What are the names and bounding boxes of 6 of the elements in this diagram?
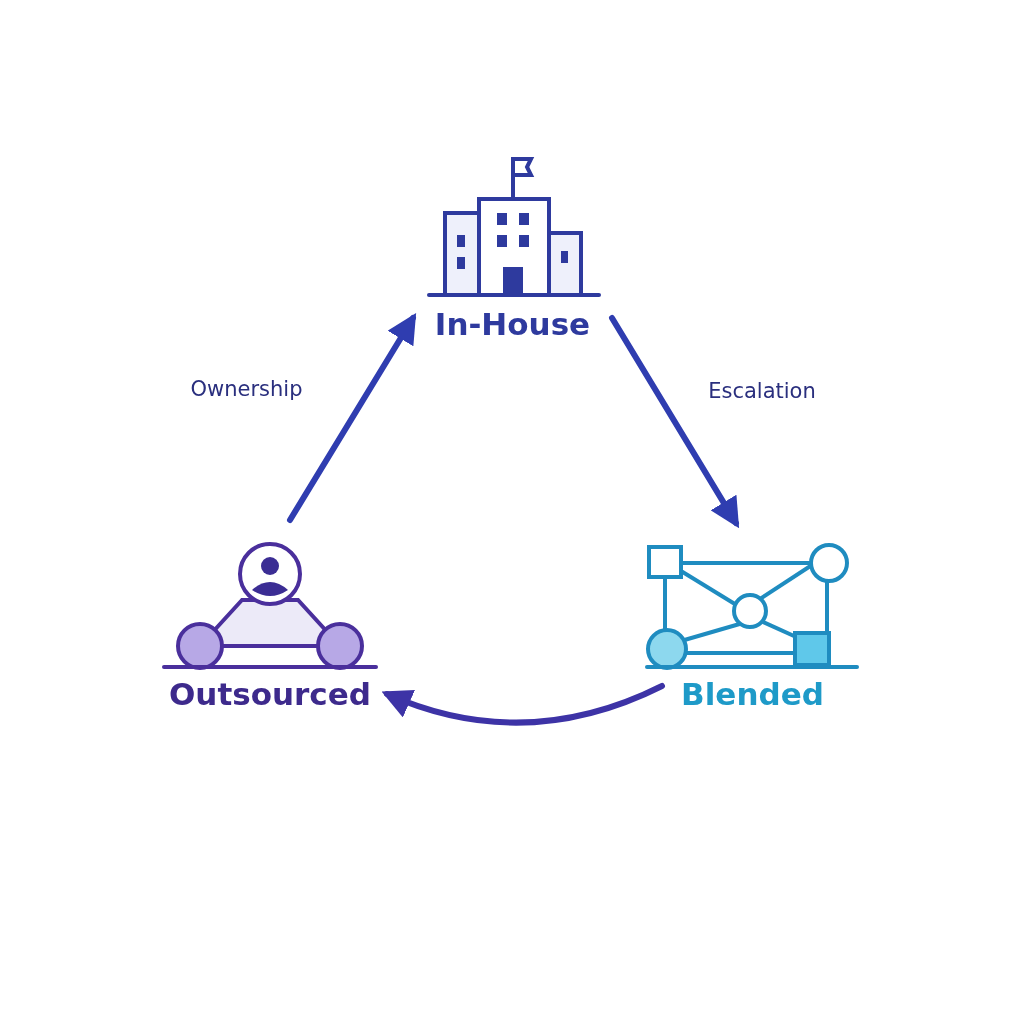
node-label: In-House xyxy=(434,309,591,340)
arrow xyxy=(381,683,665,726)
node-label: Outsourced xyxy=(169,679,371,710)
node-label: Blended xyxy=(681,679,824,710)
arrow xyxy=(609,315,740,529)
arrow xyxy=(287,312,417,523)
